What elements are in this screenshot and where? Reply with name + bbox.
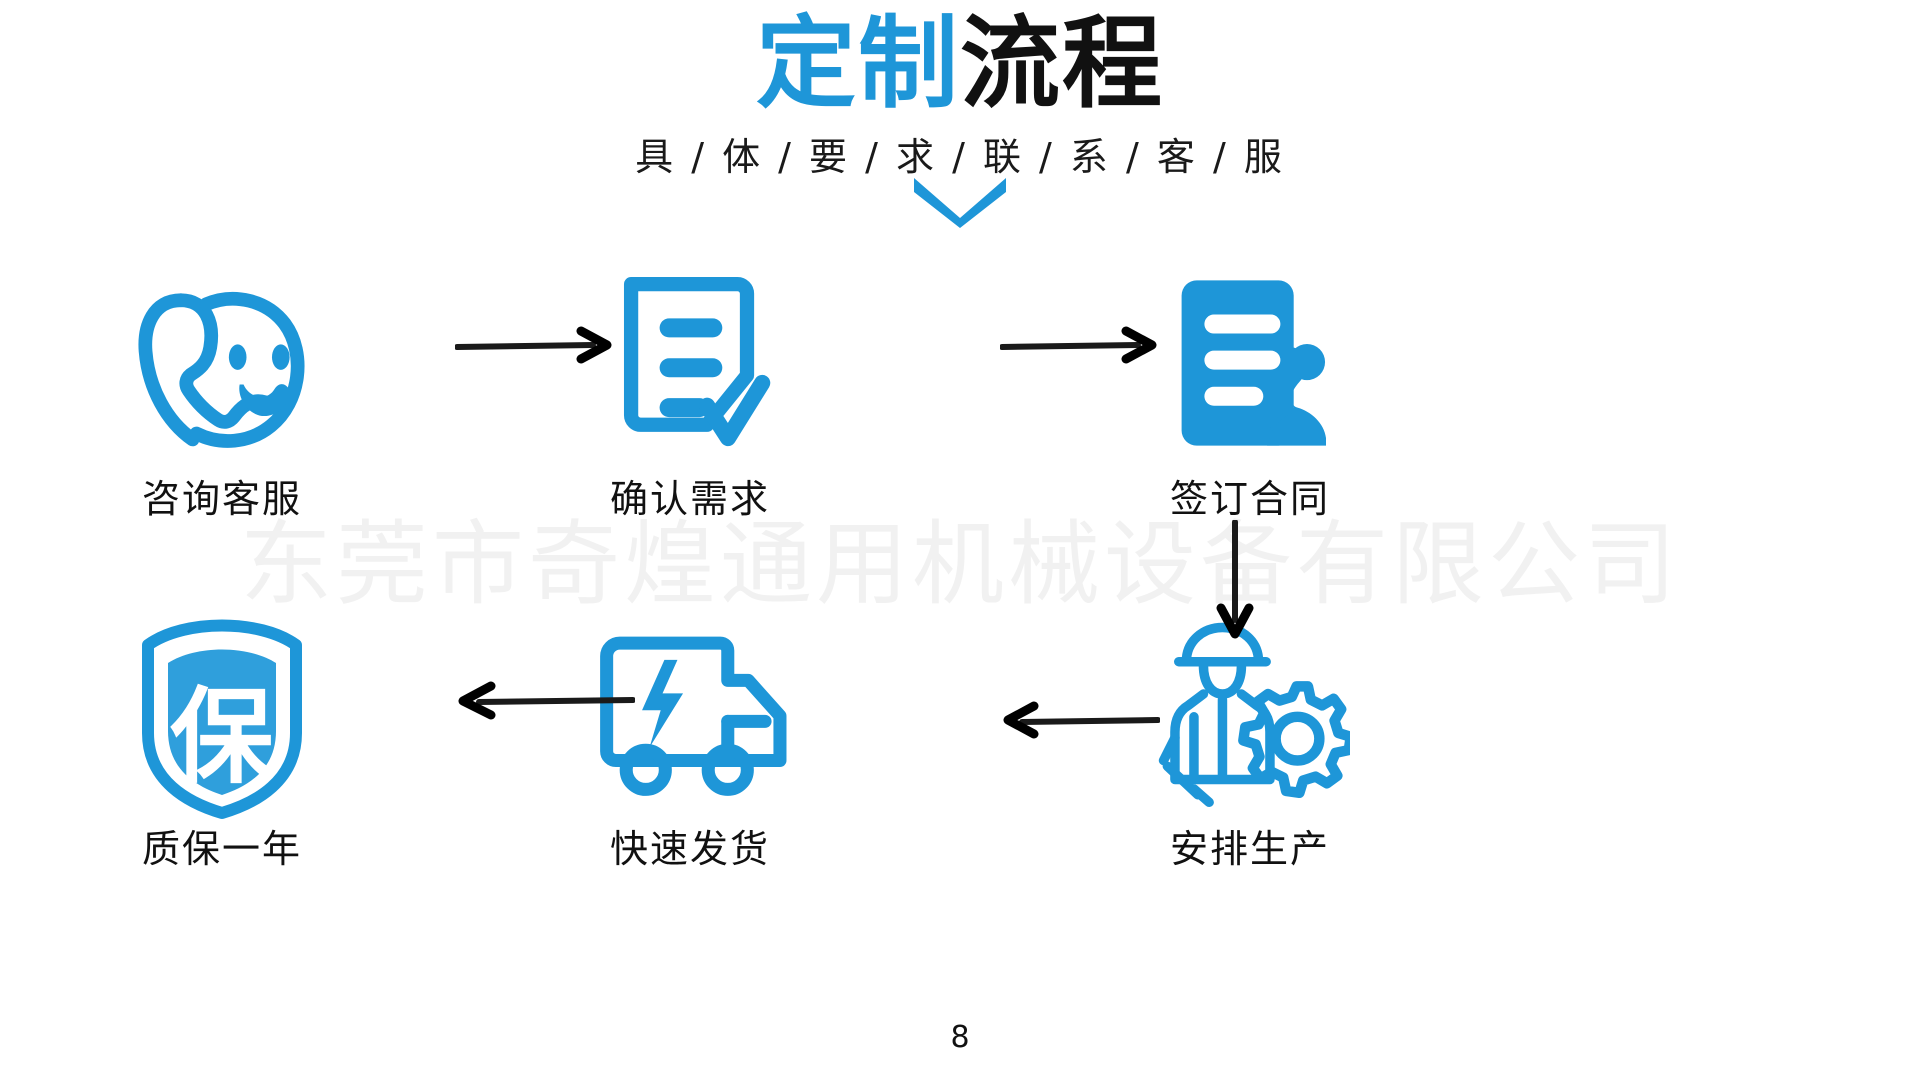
flow-step-label: 确认需求 xyxy=(609,477,770,521)
worker-gear-production-icon xyxy=(1100,605,1400,820)
page-number: 8 xyxy=(950,1020,970,1055)
contract-seal-icon xyxy=(1100,255,1400,470)
phone-smiley-customer-service-icon xyxy=(72,255,372,470)
page-subtitle: 具 / 体 / 要 / 求 / 联 / 系 / 客 / 服 xyxy=(635,135,1285,179)
delivery-truck-lightning-icon xyxy=(540,605,840,820)
connector-arrow-left xyxy=(1000,700,1161,740)
document-checklist-check-icon xyxy=(540,255,840,470)
flow-step-label: 咨询客服 xyxy=(141,477,302,521)
connector-arrow-right xyxy=(999,325,1160,365)
flow-step-consult[interactable]: 咨询客服 xyxy=(72,255,372,522)
page-title-blue: 定制 xyxy=(756,5,960,122)
flow-step-production[interactable]: 安排生产 xyxy=(1100,605,1400,872)
flow-row-bottom: 保 质保一年 xyxy=(0,605,1920,890)
flow-step-label: 签订合同 xyxy=(1169,477,1330,521)
header: 定制流程 具 / 体 / 要 / 求 / 联 / 系 / 客 / 服 xyxy=(0,0,1920,270)
connector-arrow-right xyxy=(454,325,615,365)
flow-step-label: 质保一年 xyxy=(141,827,302,871)
flow-row-top: 咨询客服 确认需求 xyxy=(0,255,1920,540)
flow-step-confirm[interactable]: 确认需求 xyxy=(540,255,840,522)
page-title: 定制流程 xyxy=(0,8,1920,120)
flow-step-contract[interactable]: 签订合同 xyxy=(1100,255,1400,522)
flow-step-shipping[interactable]: 快速发货 xyxy=(540,605,840,872)
shield-guarantee-icon: 保 xyxy=(72,605,372,820)
connector-arrow-left xyxy=(455,680,636,720)
flow-step-label: 安排生产 xyxy=(1169,827,1330,871)
flow-step-warranty[interactable]: 保 质保一年 xyxy=(72,605,372,872)
chevron-down-icon xyxy=(914,178,1006,228)
page-title-black: 流程 xyxy=(960,5,1164,122)
shield-character: 保 xyxy=(170,676,275,798)
connector-arrow-down xyxy=(1215,519,1255,640)
flow-step-label: 快速发货 xyxy=(609,827,770,871)
